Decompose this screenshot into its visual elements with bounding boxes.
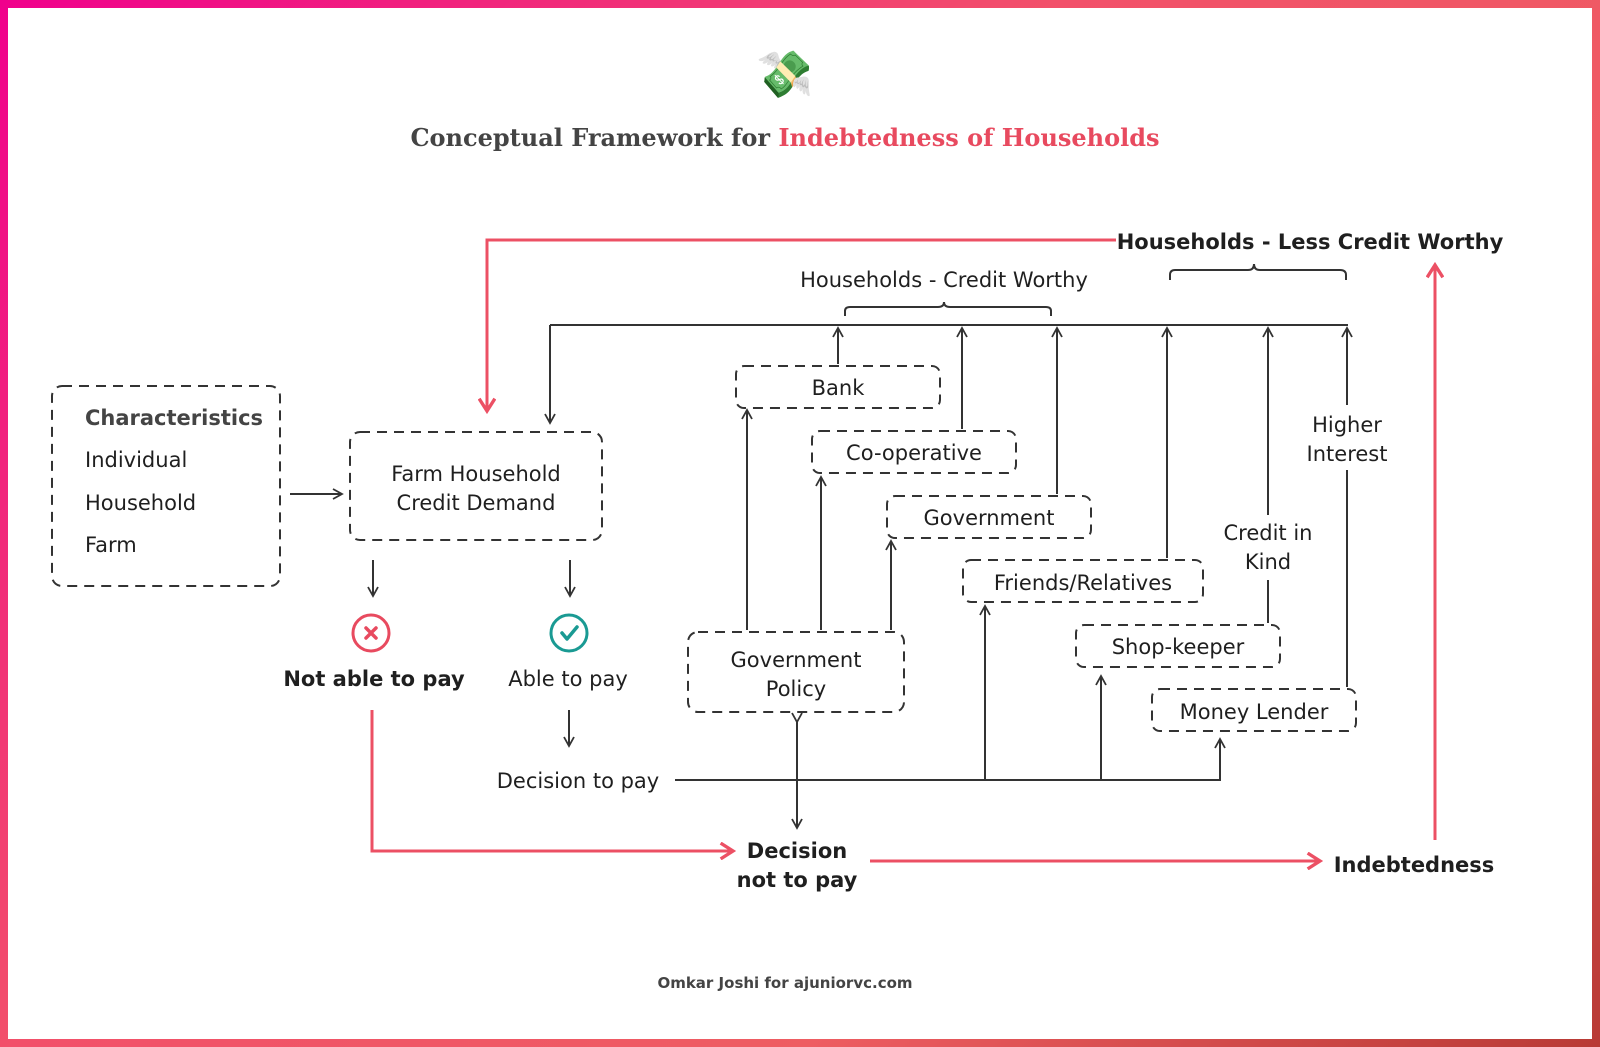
money-with-wings-icon: 💸 [756, 49, 813, 100]
lender-government-label: Government [924, 506, 1055, 530]
credit-in-kind-line2: Kind [1245, 550, 1291, 574]
credit-in-kind-line1: Credit in [1224, 521, 1313, 545]
lender-money-lender-box [1151, 688, 1357, 732]
government-policy-line2: Policy [766, 677, 826, 701]
lender-shopkeeper-box [1075, 624, 1281, 668]
higher-interest-line1: Higher [1312, 413, 1382, 437]
able-to-pay-label: Able to pay [508, 667, 628, 691]
characteristic-item: Farm [85, 533, 137, 557]
red-arrow-not-able-to-decision [370, 710, 733, 851]
credit-worthy-brace [844, 301, 1052, 316]
lender-friends-box [962, 559, 1204, 603]
credit-demand-line2: Credit Demand [397, 491, 556, 515]
government-policy-box [687, 631, 905, 713]
characteristics-heading: Characteristics [85, 406, 263, 430]
higher-interest-line2: Interest [1307, 442, 1388, 466]
not-able-to-pay-label: Not able to pay [283, 667, 465, 691]
footer-credit: Omkar Joshi for ajuniorvc.com [657, 974, 912, 992]
characteristics-box [51, 385, 281, 587]
lender-shopkeeper-label: Shop-keeper [1112, 635, 1245, 659]
lender-bank-box [735, 365, 941, 409]
less-credit-worthy-label: Households - Less Credit Worthy [1117, 230, 1504, 254]
decision-not-to-pay-line2: not to pay [737, 868, 858, 892]
check-circle-icon [549, 613, 589, 653]
lender-bank-label: Bank [812, 376, 866, 400]
government-policy-line1: Government [731, 648, 862, 672]
lender-government-box [886, 495, 1092, 539]
framework-diagram: 💸 Conceptual Framework for Indebtedness … [51, 49, 1504, 992]
decision-not-to-pay-line1: Decision [747, 839, 847, 863]
indebtedness-label: Indebtedness [1334, 853, 1495, 877]
characteristic-item: Household [85, 491, 196, 515]
credit-demand-box [349, 431, 603, 541]
decision-to-pay-label: Decision to pay [497, 769, 659, 793]
lender-friends-label: Friends/Relatives [994, 571, 1172, 595]
diagram-canvas: 💸 Conceptual Framework for Indebtedness … [8, 8, 1592, 1039]
lender-money-lender-label: Money Lender [1180, 700, 1329, 724]
cross-circle-icon [351, 613, 391, 653]
credit-demand-line1: Farm Household [391, 462, 561, 486]
lender-cooperative-box [811, 430, 1017, 474]
title-prefix: Conceptual Framework for [410, 123, 778, 152]
credit-worthy-label: Households - Credit Worthy [800, 268, 1088, 292]
red-arrow-less-worthy-to-demand [487, 238, 1116, 411]
title-highlight: Indebtedness of Households [778, 123, 1159, 152]
less-credit-worthy-brace [1169, 263, 1347, 280]
characteristic-item: Individual [85, 448, 187, 472]
page-title: Conceptual Framework for Indebtedness of… [410, 123, 1159, 152]
lender-cooperative-label: Co-operative [846, 441, 982, 465]
